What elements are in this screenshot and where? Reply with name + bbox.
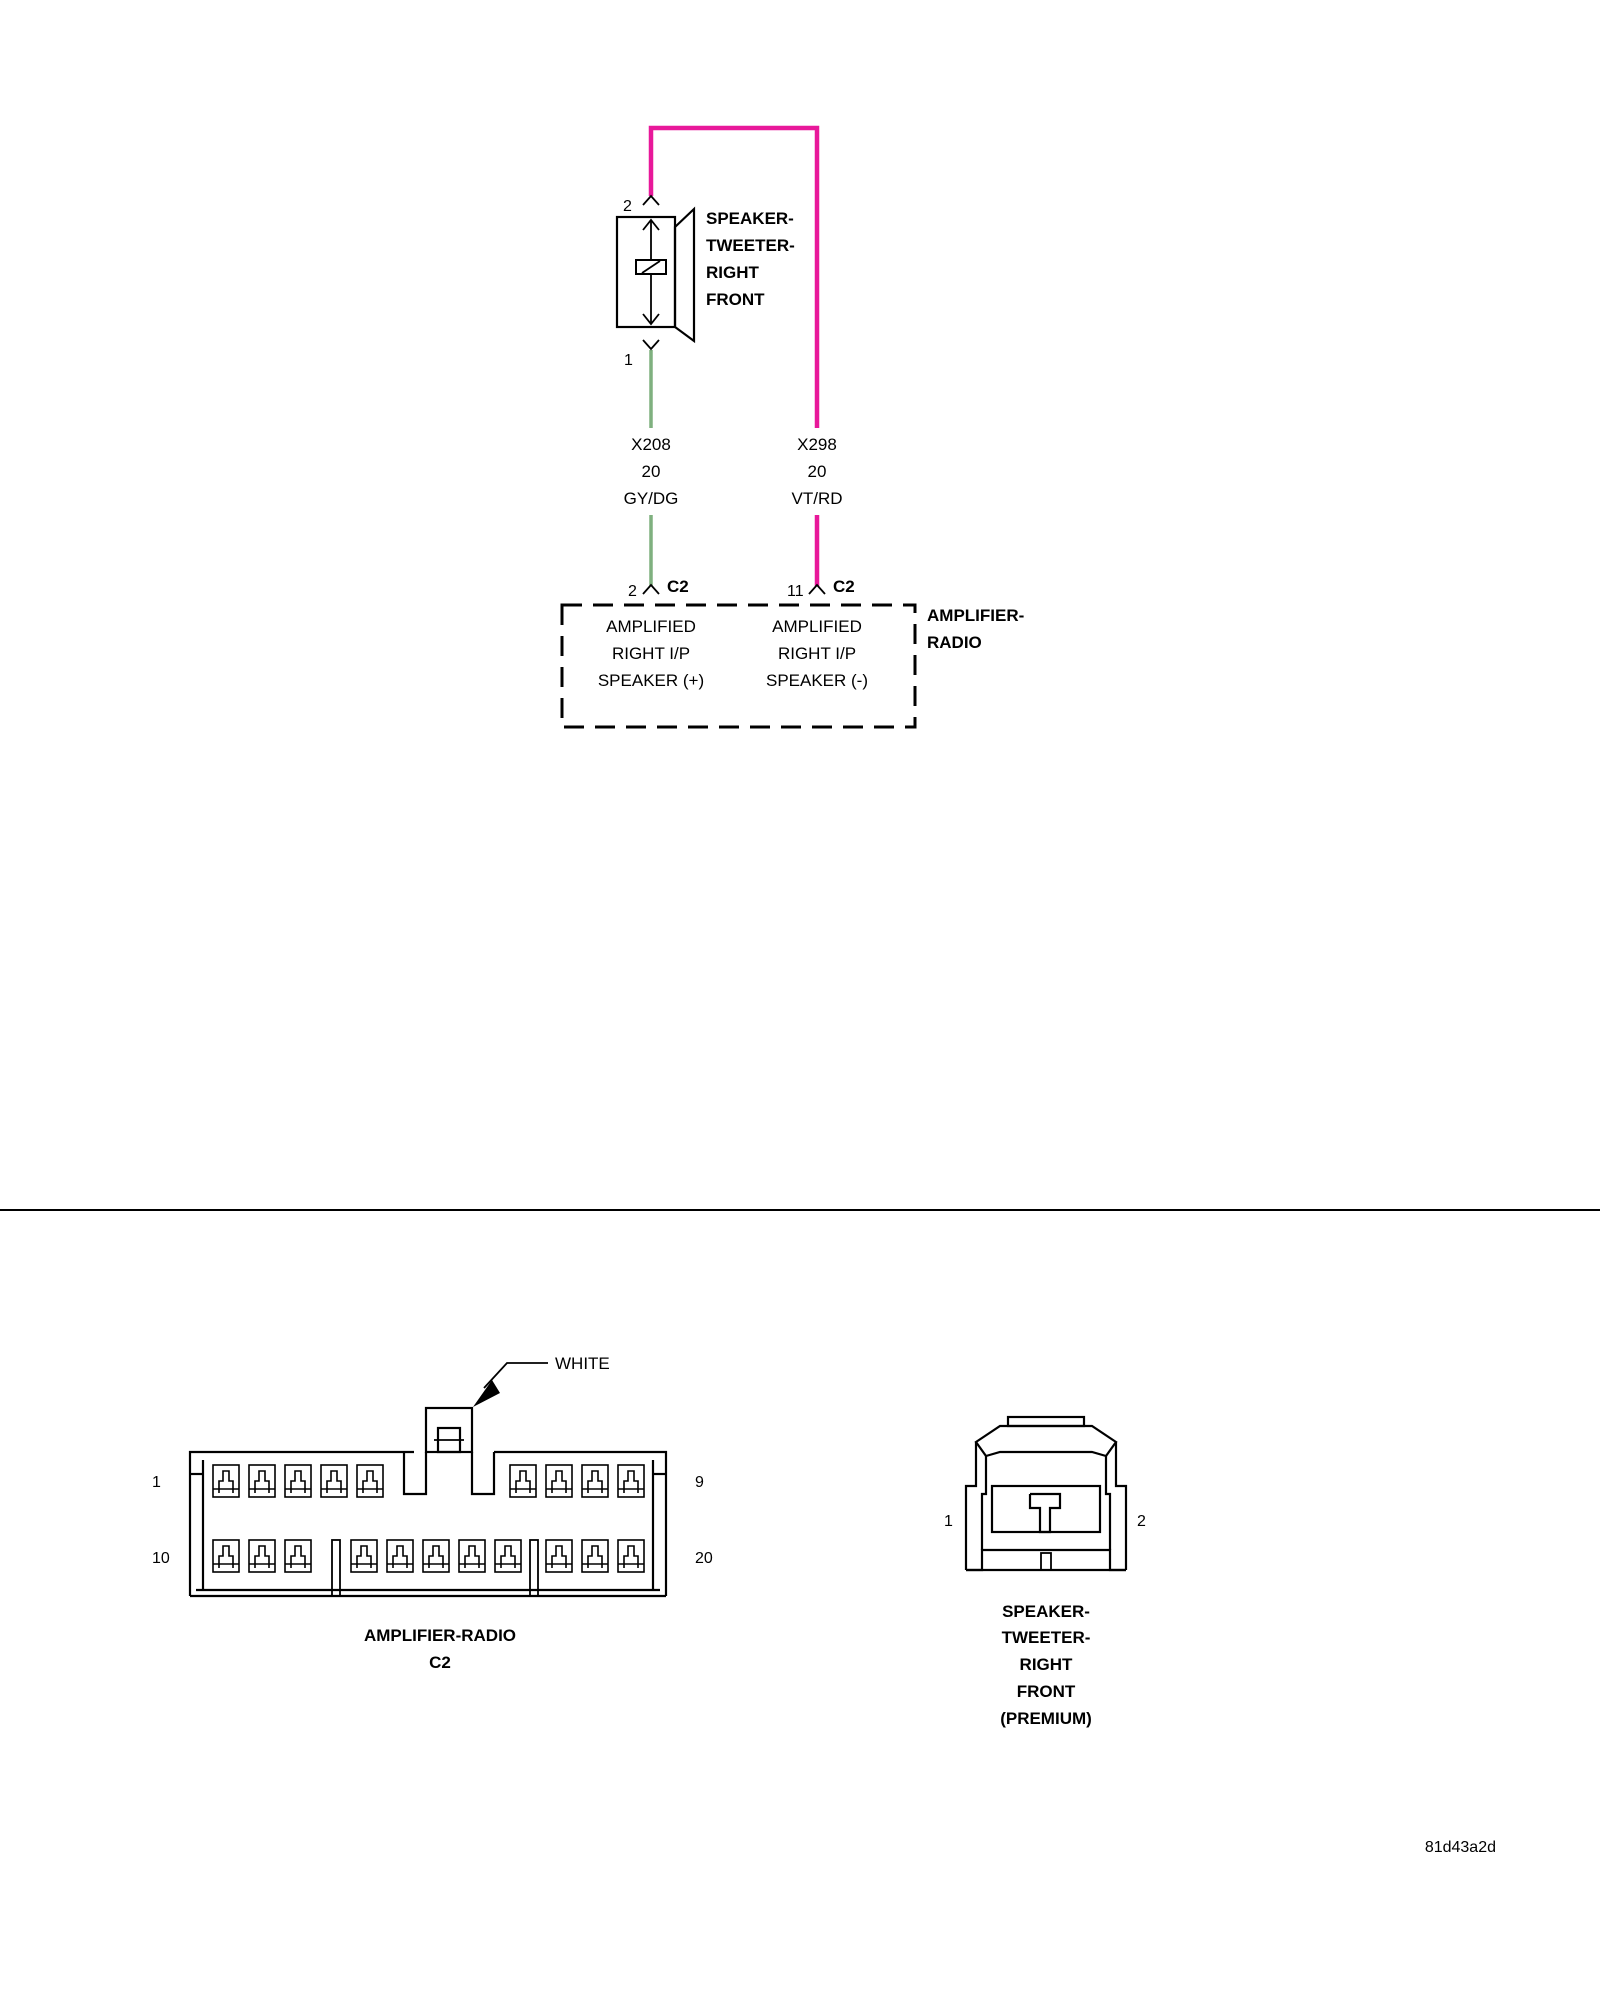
cavity: [320, 1464, 348, 1498]
amp-pin-11-mark: [808, 583, 826, 595]
speaker-name-line-4: FRONT: [706, 290, 765, 309]
cavity: [422, 1539, 450, 1573]
c2-pin-1: 1: [152, 1474, 161, 1491]
speaker-conn-pin-2: 2: [1137, 1513, 1146, 1530]
c2-pin-10: 10: [152, 1550, 170, 1567]
wire-x298-circuit: X298: [797, 435, 837, 454]
amp-pin-2-mark: [642, 583, 660, 595]
amp-pin-minus: 11: [787, 583, 804, 600]
amplifier-box: [560, 603, 917, 729]
speaker-conn-caption-1: SPEAKER-: [1002, 1602, 1090, 1621]
amp-connector-label-plus: C2: [667, 577, 689, 596]
speaker-pin-2-mark: [642, 194, 660, 206]
speaker-conn-caption-3: RIGHT: [1020, 1655, 1074, 1674]
speaker-symbol: [615, 206, 696, 344]
cavity: [212, 1464, 240, 1498]
connector-c2-face: [188, 1406, 668, 1598]
wire-x208-gauge: 20: [642, 462, 661, 481]
amp-connector-label-minus: C2: [833, 577, 855, 596]
cavity: [386, 1539, 414, 1573]
cavity: [617, 1539, 645, 1573]
speaker-conn-caption-5: (PREMIUM): [1000, 1709, 1092, 1728]
speaker-conn-caption-2: TWEETER-: [1002, 1628, 1091, 1647]
cavity: [545, 1539, 573, 1573]
amplifier-name-line-2: RADIO: [927, 633, 982, 652]
cavity: [356, 1464, 384, 1498]
amp-minus-line-2: RIGHT I/P: [778, 644, 856, 663]
white-callout-leader: [483, 1362, 548, 1389]
white-callout-text: WHITE: [555, 1354, 610, 1373]
speaker-conn-caption-4: FRONT: [1017, 1682, 1076, 1701]
white-callout-arrow: [473, 1380, 500, 1407]
wire-x298: [648, 125, 820, 428]
speaker-name-line-2: TWEETER-: [706, 236, 795, 255]
speaker-pin-bottom: 1: [624, 352, 633, 369]
wire-x208-color: GY/DG: [624, 489, 679, 508]
cavity: [581, 1464, 609, 1498]
amp-pin-plus: 2: [628, 583, 637, 600]
amp-plus-line-1: AMPLIFIED: [606, 617, 696, 636]
cavity: [494, 1539, 522, 1573]
cavity: [617, 1464, 645, 1498]
speaker-pin-1-mark: [642, 339, 660, 351]
amp-minus-line-3: SPEAKER (-): [766, 671, 868, 690]
speaker-name-line-3: RIGHT: [706, 263, 760, 282]
connector-c2-cavities: [212, 1464, 645, 1573]
amp-plus-line-2: RIGHT I/P: [612, 644, 690, 663]
cavity: [284, 1464, 312, 1498]
document-id: 81d43a2d: [1425, 1839, 1496, 1856]
wire-x298-color: VT/RD: [792, 489, 843, 508]
cavity: [545, 1464, 573, 1498]
speaker-pin-top: 2: [623, 198, 632, 215]
cavity: [212, 1539, 240, 1573]
amp-minus-line-1: AMPLIFIED: [772, 617, 862, 636]
wire-x208-circuit: X208: [631, 435, 671, 454]
connector-speaker-face: [964, 1415, 1128, 1572]
cavity: [509, 1464, 537, 1498]
cavity: [350, 1539, 378, 1573]
amplifier-name-line-1: AMPLIFIER-: [927, 606, 1024, 625]
c2-caption-line-1: AMPLIFIER-RADIO: [364, 1626, 516, 1645]
cavity: [284, 1539, 312, 1573]
cavity: [458, 1539, 486, 1573]
cavity: [248, 1539, 276, 1573]
speaker-name-line-1: SPEAKER-: [706, 209, 794, 228]
speaker-conn-pin-1: 1: [944, 1513, 953, 1530]
c2-caption-line-2: C2: [429, 1653, 451, 1672]
c2-pin-20: 20: [695, 1550, 713, 1567]
cavity: [248, 1464, 276, 1498]
wire-x298-gauge: 20: [808, 462, 827, 481]
cavity: [581, 1539, 609, 1573]
amp-plus-line-3: SPEAKER (+): [598, 671, 704, 690]
c2-pin-9: 9: [695, 1474, 704, 1491]
